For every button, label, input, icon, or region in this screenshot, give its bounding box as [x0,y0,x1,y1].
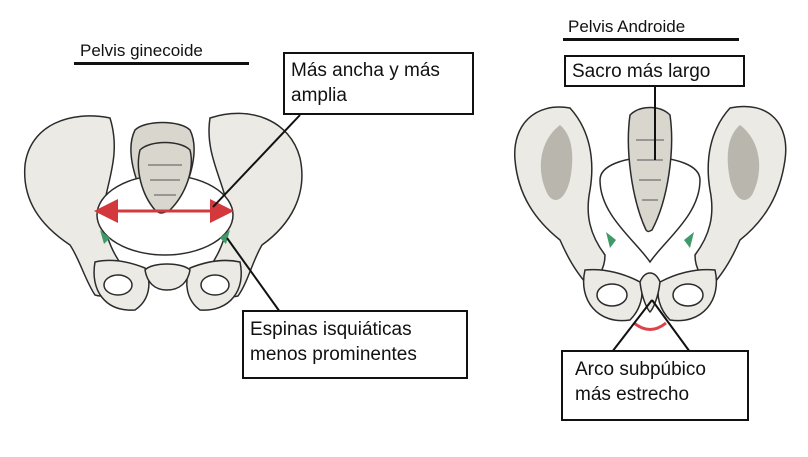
label-longer-sacrum-line-1: Sacro más largo [572,61,711,82]
pointer-arch-left [611,299,653,353]
android-title-underline [563,38,739,41]
label-ischial-spines-line-1: Espinas isquiáticas [250,319,412,340]
android-title: Pelvis Androide [568,17,686,36]
pubic-symphysis [144,263,191,291]
ischial-spine-left [100,230,110,244]
gynecoid-title-underline [74,62,249,65]
label-ischial-spines-line-2: menos prominentes [250,344,417,365]
label-wider-broader-line-1: Más ancha y más [291,60,440,81]
label-ischial-spines: Espinas isquiáticas menos prominentes [242,310,468,379]
ischial-spine-left [606,232,616,248]
pointer-width [212,114,301,208]
obturator-foramen-left [596,283,628,307]
obturator-foramen-right [200,274,230,296]
label-wider-broader: Más ancha y más amplia [283,52,474,115]
label-longer-sacrum: Sacro más largo [564,55,745,87]
label-subpubic-arch-line-1: Arco subpúbico [575,359,706,380]
label-subpubic-arch: Arco subpúbico más estrecho [561,350,749,421]
sacrum [627,106,673,233]
android-pelvis-illustration [514,105,787,322]
subpubic-arch-highlight [633,321,667,331]
label-subpubic-arch-line-2: más estrecho [575,384,690,405]
gynecoid-title: Pelvis ginecoide [80,41,203,60]
label-wider-broader-line-2: amplia [291,85,347,106]
pointer-spines [226,237,281,313]
pointer-arch-right [651,299,691,353]
ischial-spine-right [220,230,230,244]
obturator-foramen-left [103,274,133,296]
obturator-foramen-right [672,283,704,307]
ischial-spine-right [684,232,694,248]
